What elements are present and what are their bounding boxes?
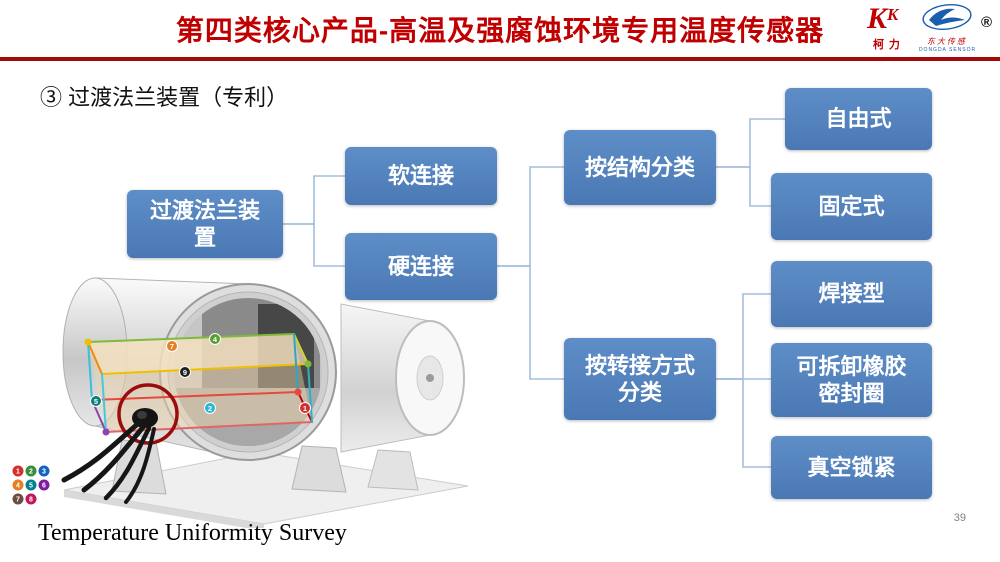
dongda-logo: 东大传感 DONGDA SENSOR: [919, 3, 975, 53]
measurement-point-label: 9: [183, 368, 187, 377]
measurement-point-label: 7: [170, 342, 174, 351]
flow-node-free-type: 自由式: [785, 88, 932, 150]
measurement-point-label: 4: [213, 335, 218, 344]
svg-text:K: K: [886, 5, 900, 24]
registered-trademark: ®: [980, 14, 992, 31]
dongda-logo-label: 东大传感: [926, 37, 967, 46]
legend-dot-label: 1: [16, 469, 20, 476]
legend-dot-label: 3: [42, 469, 46, 476]
keli-logo-label: 柯力: [872, 39, 905, 51]
flow-node-by-adapter: 按转接方式分类: [564, 338, 716, 420]
slide-title: 第四类核心产品-高温及强腐蚀环境专用温度传感器: [175, 15, 825, 46]
keli-logo: K K 柯力: [865, 2, 913, 52]
legend-dot-label: 6: [42, 483, 46, 490]
flow-node-by-structure: 按结构分类: [564, 130, 716, 205]
keli-logo-icon: K K: [866, 2, 900, 35]
svg-text:K: K: [866, 3, 889, 33]
header-divider: [0, 57, 1000, 61]
flow-node-fixed-type: 固定式: [771, 173, 932, 240]
legend-dot-label: 8: [29, 497, 33, 504]
sensor-legend: 1 2 3 4 5 6 7 8: [12, 465, 50, 505]
flow-node-rubber-seal: 可拆卸橡胶密封圈: [771, 343, 932, 417]
header-logos: K K 柯力 东大传感 DONGDA SENSOR ®: [858, 2, 992, 53]
measurement-point-label: 2: [208, 404, 212, 413]
legend-dot-label: 7: [16, 497, 20, 504]
port-highlight-circle: [117, 383, 179, 445]
dongda-logo-sublabel: DONGDA SENSOR: [918, 47, 977, 53]
legend-dot-label: 5: [29, 483, 33, 490]
dongda-logo-icon: [922, 4, 972, 30]
measurement-point-label: 1: [303, 404, 307, 413]
vacuum-chamber-illustration: 7 4 9 5 2 1 1 2: [12, 277, 469, 528]
flow-node-hard-connection: 硬连接: [345, 233, 497, 300]
legend-dot-label: 4: [16, 483, 20, 490]
measurement-point-label: 5: [94, 397, 98, 406]
flow-node-vacuum-lock: 真空锁紧: [771, 436, 932, 499]
legend-dot-label: 2: [29, 469, 33, 476]
cables: [61, 419, 156, 504]
section-heading: ③ 过渡法兰装置（专利）: [40, 85, 289, 110]
flow-node-soft-connection: 软连接: [345, 147, 497, 205]
flow-node-welded-type: 焊接型: [771, 261, 932, 327]
illustration-caption: Temperature Uniformity Survey: [38, 520, 347, 546]
page-number: 39: [953, 512, 966, 524]
flow-node-root: 过渡法兰装置: [127, 190, 283, 258]
